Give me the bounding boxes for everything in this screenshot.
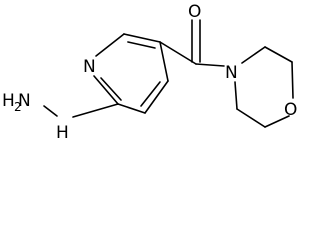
morpholine-n-label: N	[225, 63, 238, 83]
bond-c5-carbonyl-c	[159, 41, 197, 65]
hydrazine-group: N H 2 H N	[2, 91, 119, 143]
morpholine-ring: N O	[225, 46, 297, 128]
carbonyl-o-label: O	[188, 2, 201, 22]
bond-n1-c6	[95, 33, 125, 57]
hydrazine-h-label: H	[2, 91, 15, 111]
bond-c4-mn	[234, 81, 238, 110]
bond-c2-nh	[72, 103, 119, 118]
bond-c6-c5	[123, 33, 161, 43]
bond-c3-c2	[117, 103, 146, 114]
bond-nh-nh2	[43, 105, 58, 117]
pyridine-ring	[93, 33, 169, 114]
pyridine-n-label: N	[83, 57, 96, 77]
bond-c1-c2	[264, 46, 293, 63]
bond-c3-c4	[236, 108, 266, 128]
bond-c2-mo	[291, 61, 294, 99]
bond-mo-c3	[264, 115, 290, 128]
bond-mn-c1	[241, 46, 266, 64]
bond-c4-c3-double	[140, 81, 161, 107]
bond-c5-c4	[159, 41, 169, 82]
bond-carbonyl-c-n	[195, 63, 225, 67]
hydrazine-n-label: N	[18, 91, 31, 111]
bond-n1-c2	[93, 75, 119, 105]
hydrazine-nh-h-label: H	[56, 123, 69, 143]
morpholine-o-label: O	[284, 100, 297, 120]
carbonyl-group: O	[159, 2, 225, 67]
hydrazine-h-count: 2	[14, 100, 22, 114]
bond-n1-c2-double	[100, 77, 122, 101]
chemical-structure-diagram: N H 2 H N N O N O	[2, 2, 297, 143]
bond-c4-c3	[144, 80, 169, 114]
bond-c6-c5-double	[127, 41, 156, 49]
